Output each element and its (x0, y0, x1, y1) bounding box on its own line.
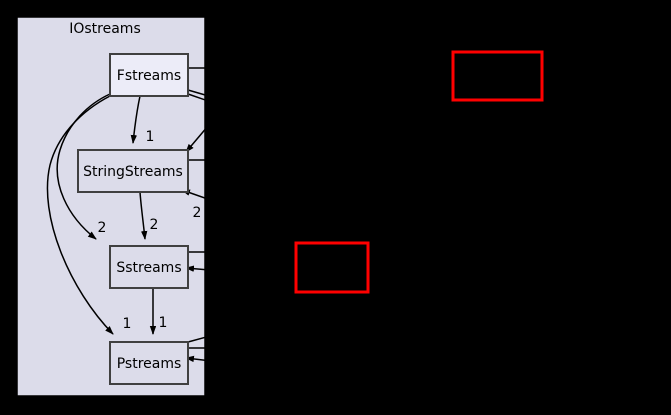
node-stringstreams-label: StringStreams (83, 164, 183, 180)
edge-fstreams-stringstreams (130, 95, 141, 144)
edge-external-sstreams-b (185, 265, 205, 272)
node-fstreams-label: Fstreams (117, 68, 181, 84)
edge-label-fstreams-pstreams: 1 (123, 316, 132, 332)
edge-label-sstreams-pstreams: 1 (159, 315, 168, 331)
edge-fstreams-external-c (187, 93, 205, 101)
node-fstreams-box[interactable] (109, 53, 189, 97)
edge-label-stringstreams-sstreams: 2 (150, 217, 159, 233)
node-pstreams[interactable]: Pstreams (109, 341, 189, 385)
edge-stringstreams-sstreams (139, 191, 148, 240)
node-stringstreams-box[interactable] (77, 149, 189, 193)
node-stringstreams[interactable]: StringStreams (77, 149, 189, 193)
node-sstreams-box[interactable] (109, 245, 189, 289)
red-box-top-right-outline (451, 50, 544, 102)
cluster-label-iostreams: IOstreams (69, 21, 141, 37)
edge-external-stringstreams-top (185, 128, 205, 153)
red-box-center-outline (294, 241, 370, 294)
edge-external-pstreams-c (185, 355, 205, 363)
edge-label-fstreams-stringstreams: 1 (146, 129, 155, 145)
edge-label-external-stringstreams: 2 (193, 205, 202, 221)
node-sstreams-label: Sstreams (116, 260, 181, 276)
node-pstreams-label: Pstreams (117, 356, 182, 372)
node-sstreams[interactable]: Sstreams (109, 245, 189, 289)
edge-label-fstreams-sstreams: 2 (98, 220, 107, 236)
edge-fstreams-pstreams (46, 95, 114, 335)
edge-fstreams-sstreams (56, 93, 111, 240)
edge-external-stringstreams-bottom (181, 189, 205, 199)
edge-pstreams-external-a (187, 336, 205, 343)
node-pstreams-box[interactable] (109, 341, 189, 385)
red-box-center (294, 241, 370, 294)
edge-fstreams-external-b (187, 89, 205, 96)
red-box-top-right (451, 50, 544, 102)
node-fstreams[interactable]: Fstreams (109, 53, 189, 97)
edge-group (46, 67, 205, 363)
